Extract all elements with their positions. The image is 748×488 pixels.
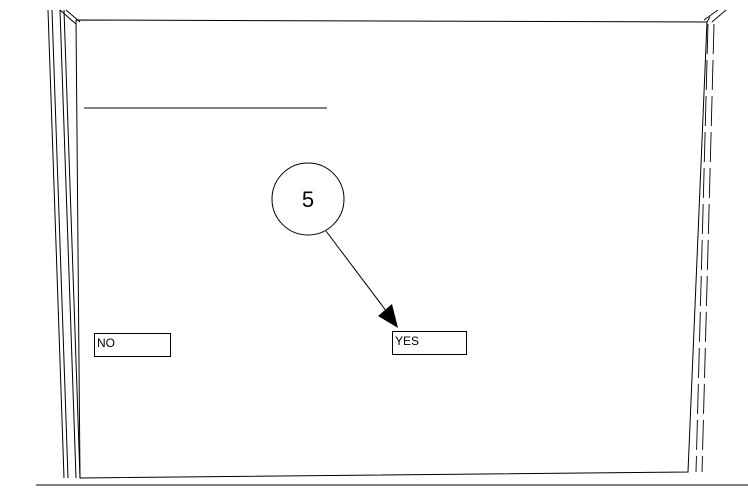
- no-label-box: NO: [94, 333, 171, 357]
- right-frame: [695, 9, 727, 473]
- right-frame-rail-line: [695, 23, 709, 473]
- callout-arrowhead: [378, 304, 398, 328]
- right-frame-bevel-line: [703, 9, 719, 21]
- left-frame-corner-bevel: [59, 9, 77, 25]
- panel-top-right-corner: [706, 16, 711, 23]
- main-panel-outline: [75, 19, 708, 479]
- yes-label-box: YES: [392, 331, 467, 355]
- right-frame-bevel-line-2: [711, 9, 727, 23]
- left-frame-outer-line: [47, 9, 65, 479]
- left-frame: [47, 9, 81, 479]
- callout-circle: [271, 162, 345, 236]
- main-panel: [75, 16, 711, 479]
- left-frame-edge-line: [59, 9, 77, 479]
- right-frame-rail-line-2: [701, 23, 715, 473]
- left-frame-edge-line-2: [63, 9, 81, 479]
- callout-number: 5: [301, 187, 315, 212]
- left-frame-inner-line: [51, 9, 69, 479]
- callout-leader-line: [325, 230, 391, 317]
